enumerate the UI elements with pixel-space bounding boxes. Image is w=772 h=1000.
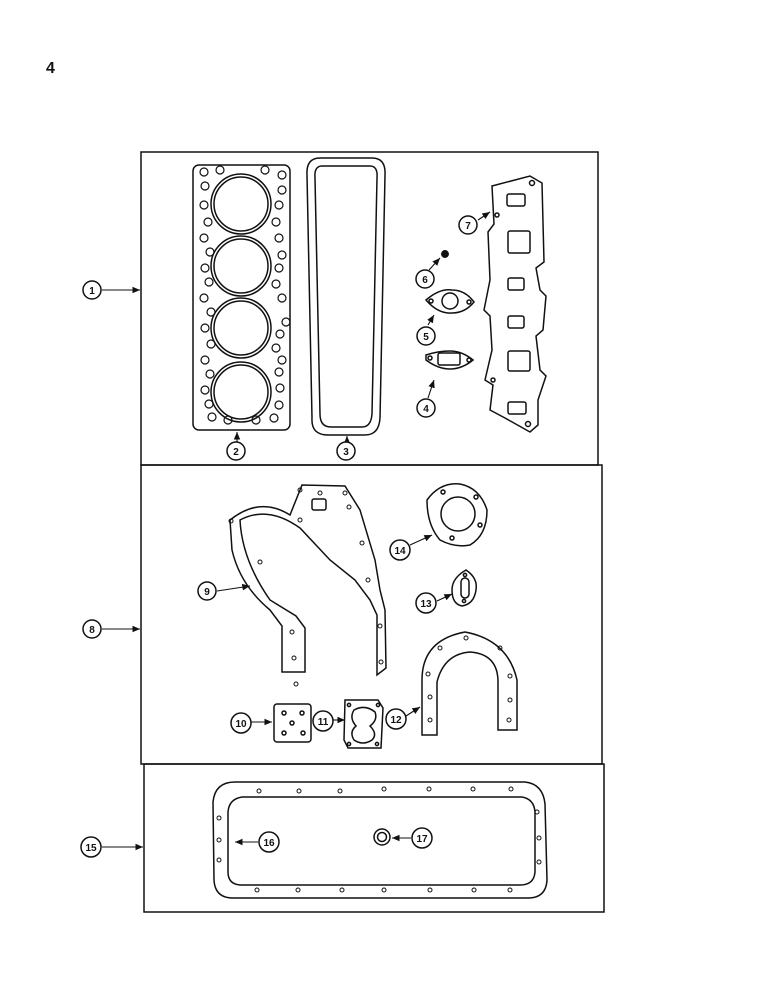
square-plate-gasket [273, 703, 312, 743]
svg-text:3: 3 [343, 447, 349, 458]
svg-text:13: 13 [420, 599, 432, 610]
callout-11: 11 [312, 710, 334, 732]
timing-cover-gasket [228, 484, 387, 687]
callout-17: 17 [411, 827, 433, 849]
callout-13: 13 [415, 592, 437, 614]
svg-text:2: 2 [233, 447, 239, 458]
callout-9: 9 [197, 581, 217, 601]
panel-bottom [143, 763, 605, 913]
callout-5: 5 [416, 326, 436, 346]
svg-text:5: 5 [423, 332, 429, 343]
svg-text:16: 16 [263, 838, 275, 849]
callout-16: 16 [258, 831, 280, 853]
callout-10: 10 [230, 712, 252, 734]
svg-text:9: 9 [204, 587, 210, 598]
callout-6: 6 [415, 269, 435, 289]
svg-text:12: 12 [390, 715, 402, 726]
callout-2: 2 [226, 441, 246, 461]
callout-8: 8 [82, 619, 102, 639]
svg-text:11: 11 [318, 717, 329, 728]
callout-14: 14 [389, 539, 411, 561]
leader-lines [102, 211, 491, 851]
svg-text:10: 10 [235, 719, 247, 730]
svg-text:8: 8 [89, 625, 95, 636]
round-gasket [426, 483, 488, 547]
panel-middle [140, 464, 603, 765]
svg-text:15: 15 [85, 843, 97, 854]
cylinder-head-gasket [192, 164, 291, 431]
callout-4: 4 [416, 398, 436, 418]
callout-3: 3 [336, 441, 356, 461]
flange-gasket-5 [424, 288, 475, 314]
page-number: 4 [46, 60, 55, 77]
oil-pan-gasket [212, 781, 548, 899]
svg-text:14: 14 [394, 546, 406, 557]
manifold-gasket [483, 175, 547, 433]
rear-seal-gasket [421, 631, 518, 736]
double-bore-gasket [343, 699, 384, 749]
callout-15: 15 [80, 836, 102, 858]
svg-text:1: 1 [89, 286, 95, 297]
svg-text:6: 6 [422, 275, 428, 286]
svg-text:17: 17 [416, 834, 428, 845]
o-ring-small [441, 250, 449, 258]
flange-gasket-4 [425, 350, 475, 370]
valve-cover-gasket [306, 157, 386, 436]
drain-plug-washer [373, 828, 391, 846]
callout-1: 1 [82, 280, 102, 300]
fuel-pump-gasket [451, 569, 478, 607]
svg-text:7: 7 [465, 221, 471, 232]
callout-7: 7 [458, 215, 478, 235]
callout-12: 12 [385, 708, 407, 730]
svg-text:4: 4 [423, 404, 429, 415]
